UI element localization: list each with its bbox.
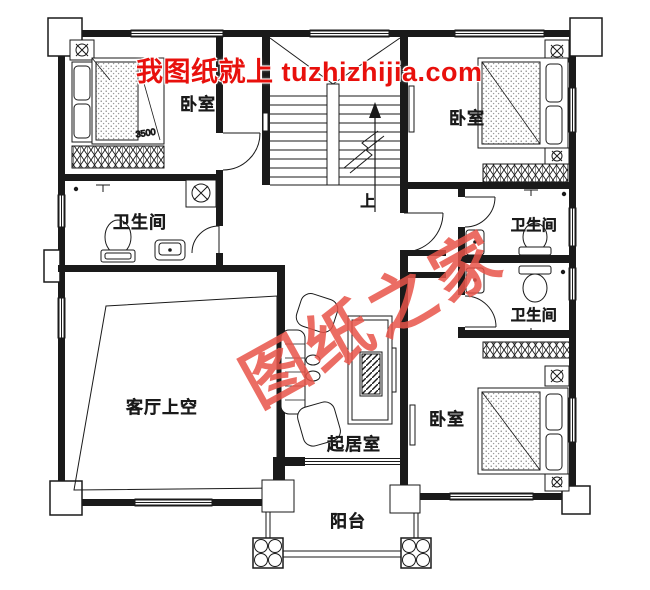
coffee-table [359,351,383,397]
double-bed [477,387,569,475]
balcony-railing [283,550,401,558]
window-icon [568,207,577,247]
window-icon [454,29,545,38]
nightstand [69,39,95,61]
door-stop-mark [524,328,538,335]
watermark-top-banner: 我图纸就上 tuzhizhijia.com [136,57,483,87]
room-living-void: 客厅上空 [73,295,278,491]
room-label-balcony: 阳台 [330,512,366,531]
wardrobe [482,163,569,183]
room-label-bedroom-top-right: 卧室 [449,109,485,128]
room-label-bathroom-right-upper: 卫生间 [511,217,558,234]
room-label-family-room: 起居室 [327,435,381,454]
room-label-bathroom-right-lower: 卫生间 [511,307,558,324]
room-family-room: 起居室 [280,293,393,455]
door-stop-dot [560,269,566,275]
balcony: 阳台 [252,479,432,569]
washbasin-icon [154,239,186,261]
toilet-icon [518,265,552,303]
room-bedroom-top-right: 卧室 [449,39,570,183]
doors [191,132,497,328]
corner-pillars [43,17,603,516]
washing-machine-icon [185,179,217,208]
balcony-slider-icon [305,458,401,465]
room-label-living-void: 客厅上空 [126,398,198,417]
stair-up-arrow [369,102,381,212]
balcony-wall-return [261,479,295,513]
toilet-icon [518,222,552,256]
balcony-railing [265,512,419,540]
balcony-wall-return [389,484,421,514]
double-bed [477,57,569,149]
room-bathroom-right-lower: 卫生间 [465,265,566,335]
staircase: 上 [269,37,401,212]
washbasin-icon [465,229,485,256]
room-bathroom-right-upper: 卫生间 [465,189,567,256]
column-base [252,537,284,569]
wardrobe [71,145,165,169]
room-label-bedroom-top-left: 卧室 [180,95,216,114]
door-stop-mark [96,184,110,192]
door-icon [191,225,220,254]
toilet-icon [100,219,136,263]
window-icon [568,87,577,133]
door-stop-dot [561,191,567,197]
bed-dimension-label: 3500 [135,127,156,140]
nightstand [544,365,570,387]
washbasin-icon [465,267,485,294]
door-icon [222,132,261,171]
windows [57,29,577,507]
door-icon [464,196,496,228]
nightstand [544,147,570,165]
window-icon [568,397,577,443]
door-icon [464,295,497,328]
sofa-set [280,293,341,447]
room-label-bedroom-bottom-right: 卧室 [429,410,465,429]
window-icon [57,297,66,339]
door-leaf-markers [262,85,416,446]
door-stop-dot [73,186,79,192]
door-icon [403,212,444,253]
window-icon [309,29,390,38]
column-base [400,537,432,569]
window-icon [449,492,534,501]
nightstand [544,473,570,492]
room-bedroom-bottom-right: 卧室 [429,341,571,492]
window-icon [568,267,577,301]
room-bathroom-left: 卫生间 [73,179,217,263]
room-label-bathroom-left: 卫生间 [113,213,167,232]
wardrobe [482,341,571,359]
double-bed [71,57,165,145]
window-icon [134,498,213,507]
window-icon [57,194,66,228]
stairs-up-label: 上 [360,193,376,210]
room-bedroom-top-left: 3500 卧室 [69,39,216,169]
window-icon [130,29,224,38]
door-stop-mark [524,189,538,196]
